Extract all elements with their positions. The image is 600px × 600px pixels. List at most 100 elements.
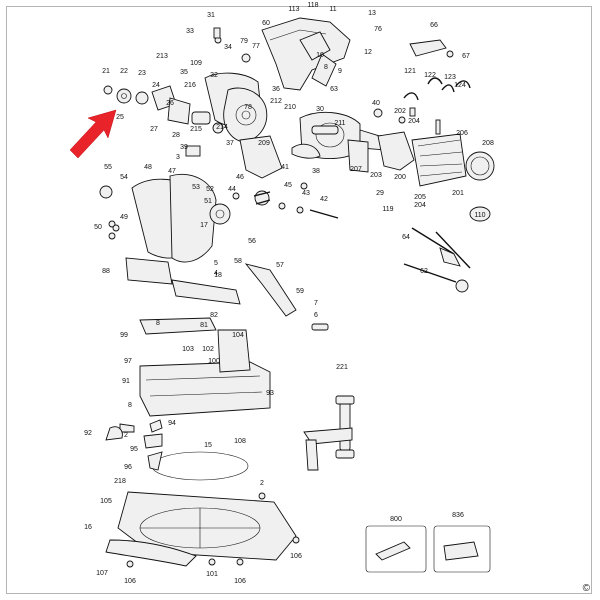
part-callout: 28 <box>172 132 180 139</box>
part-callout: 18 <box>214 272 222 279</box>
part-callout: 36 <box>272 86 280 93</box>
part-callout: 9 <box>338 68 342 75</box>
part-callout: 207 <box>350 166 362 173</box>
part-callout: 58 <box>234 258 242 265</box>
part-callout: 42 <box>320 196 328 203</box>
part-callout: 22 <box>120 68 128 75</box>
workpiece-clamp <box>303 395 355 471</box>
small-parts-misc <box>105 27 308 471</box>
part-callout: 2 <box>260 480 264 487</box>
part-callout: 97 <box>124 358 132 365</box>
part-callout: 16 <box>84 524 92 531</box>
turntable <box>119 317 271 433</box>
part-callout: 836 <box>452 512 464 519</box>
part-callout: 15 <box>204 442 212 449</box>
part-callout: 50 <box>94 224 102 231</box>
part-callout: 12 <box>364 49 372 56</box>
brush-parts <box>373 77 471 135</box>
part-callout: 43 <box>302 190 310 197</box>
part-callout: 37 <box>226 140 234 147</box>
part-callout: 64 <box>402 234 410 241</box>
part-callout: 47 <box>168 168 176 175</box>
part-callout: 88 <box>102 268 110 275</box>
part-callout: 218 <box>114 478 126 485</box>
part-callout: 108 <box>234 438 246 445</box>
fence-rail <box>125 257 329 331</box>
part-callout: 100 <box>208 358 220 365</box>
part-callout: 208 <box>482 140 494 147</box>
part-callout: 49 <box>120 214 128 221</box>
part-callout: 21 <box>102 68 110 75</box>
part-callout: 39 <box>180 144 188 151</box>
part-callout: 104 <box>232 332 244 339</box>
part-callout: 35 <box>180 69 188 76</box>
part-callout: 213 <box>156 53 168 60</box>
part-callout: 124 <box>454 82 466 89</box>
part-callout: 24 <box>152 82 160 89</box>
part-callout: 200 <box>394 174 406 181</box>
part-callout: 79 <box>240 38 248 45</box>
part-callout: 13 <box>368 10 376 17</box>
part-callout: 30 <box>316 106 324 113</box>
part-callout: 210 <box>284 104 296 111</box>
part-callout: 2 <box>124 432 128 439</box>
base-assembly <box>105 451 300 568</box>
part-callout: 38 <box>312 168 320 175</box>
part-callout: 101 <box>206 571 218 578</box>
part-callout: 204 <box>408 118 420 125</box>
part-callout: 8 <box>128 402 132 409</box>
part-callout: 205 <box>414 194 426 201</box>
part-callout: 99 <box>120 332 128 339</box>
part-callout: 8 <box>156 320 160 327</box>
cord-clamp <box>409 39 454 58</box>
part-callout: 77 <box>252 43 260 50</box>
part-callout: 8 <box>324 64 328 71</box>
part-callout: 11 <box>329 6 337 13</box>
part-callout: 121 <box>404 68 416 75</box>
part-callout: 59 <box>296 288 304 295</box>
part-callout: 211 <box>334 120 346 127</box>
part-callout: 81 <box>200 322 208 329</box>
part-callout: 122 <box>424 72 436 79</box>
part-callout: 48 <box>144 164 152 171</box>
part-callout: 3 <box>176 154 180 161</box>
part-callout: 60 <box>262 20 270 27</box>
part-callout: 221 <box>336 364 348 371</box>
part-callout: 46 <box>236 174 244 181</box>
part-callout: 53 <box>192 184 200 191</box>
part-callout: 91 <box>122 378 130 385</box>
part-callout: 113 <box>288 6 300 13</box>
part-callout: 55 <box>104 164 112 171</box>
lower-guard <box>99 173 231 263</box>
part-callout: 109 <box>190 60 202 67</box>
part-callout: 41 <box>281 164 289 171</box>
part-callout: 800 <box>390 516 402 523</box>
part-callout: 214 <box>216 124 228 131</box>
part-callout: 92 <box>84 430 92 437</box>
part-callout: 17 <box>200 222 208 229</box>
part-callout: 27 <box>150 126 158 133</box>
part-callout: 52 <box>206 186 214 193</box>
part-callout: 107 <box>96 570 108 577</box>
part-callout: 209 <box>258 140 270 147</box>
part-callout: 5 <box>214 260 218 267</box>
part-callout: 7 <box>314 300 318 307</box>
part-callout: 118 <box>307 2 319 9</box>
part-callout: 66 <box>430 22 438 29</box>
cam-rods <box>309 206 491 293</box>
part-callout: 54 <box>120 174 128 181</box>
part-callout: 212 <box>270 98 282 105</box>
part-callout: 201 <box>452 190 464 197</box>
part-callout: 96 <box>124 464 132 471</box>
part-callout: 57 <box>276 262 284 269</box>
part-callout: 203 <box>370 172 382 179</box>
part-callout: 202 <box>394 108 406 115</box>
part-callout: 76 <box>374 26 382 33</box>
part-callout: 206 <box>456 130 468 137</box>
part-callout: 44 <box>228 186 236 193</box>
part-callout: 26 <box>166 100 174 107</box>
part-callout: 63 <box>330 86 338 93</box>
accessory-boxes <box>365 525 491 573</box>
part-callout: 93 <box>266 390 274 397</box>
